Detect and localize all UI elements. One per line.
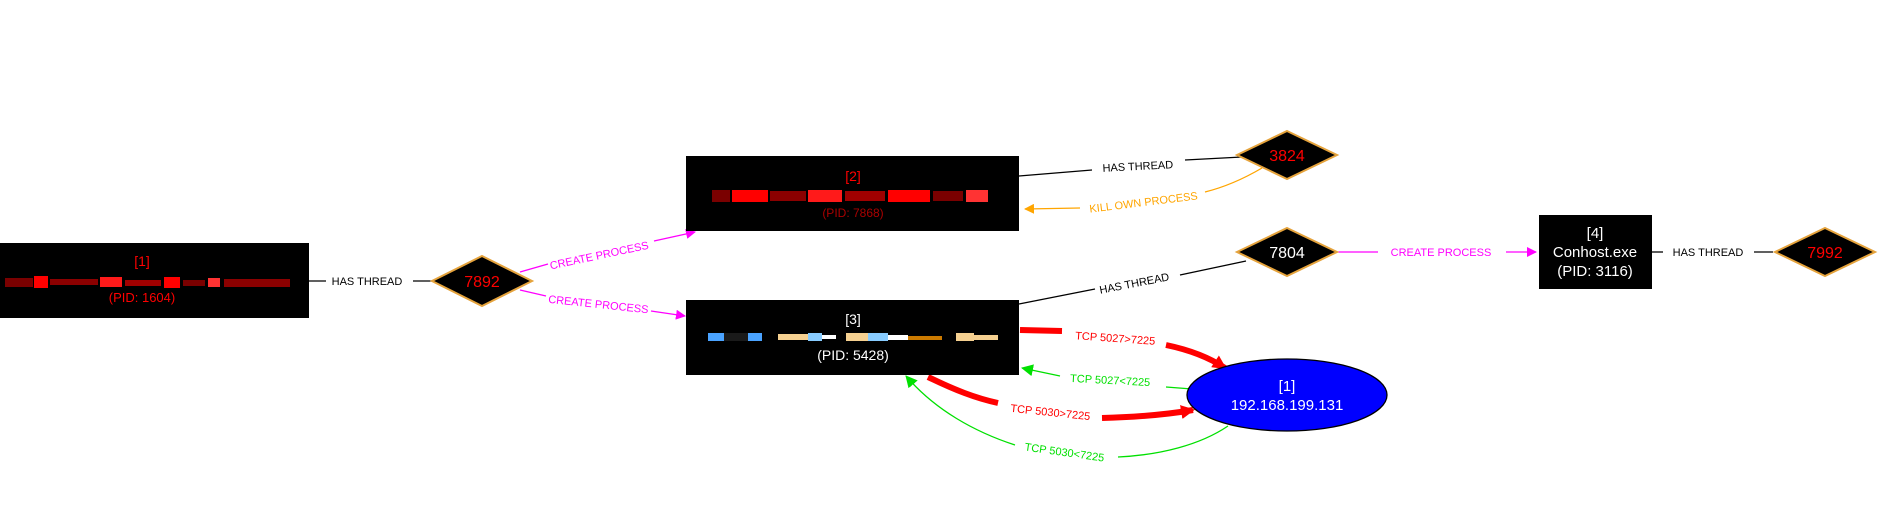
edge-label: HAS THREAD	[1099, 271, 1171, 296]
edge-tcp-5027-out: TCP 5027>7225	[1019, 327, 1227, 371]
obscured-process-name	[5, 276, 290, 288]
edge-kill-own-process-3824-7868: KILL OWN PROCESS	[1024, 167, 1263, 216]
edge-tcp-5027-in: TCP 5027<7225	[1021, 364, 1193, 390]
edge-label: CREATE PROCESS	[548, 294, 649, 316]
edge-label: TCP 5030<7225	[1024, 442, 1105, 465]
node-pid: (PID: 7868)	[822, 206, 883, 220]
node-ip-address: 192.168.199.131	[1231, 397, 1344, 414]
process-node-1604[interactable]: [1] (PID: 1604)	[0, 243, 309, 318]
edge-label: HAS THREAD	[1102, 159, 1173, 175]
node-index: [1]	[134, 253, 150, 269]
thread-id: 7804	[1269, 245, 1305, 262]
edge-has-thread-5428-7804: HAS THREAD	[1018, 260, 1247, 305]
edge-create-process-7892-5428: CREATE PROCESS	[519, 289, 686, 320]
thread-id: 3824	[1269, 148, 1305, 165]
thread-node-3824[interactable]: 3824	[1234, 129, 1340, 181]
node-index: [2]	[845, 168, 861, 184]
thread-node-7804[interactable]: 7804	[1234, 226, 1340, 278]
edge-label: CREATE PROCESS	[549, 240, 650, 273]
obscured-process-name	[712, 190, 988, 202]
node-index: [3]	[845, 311, 861, 327]
edge-label: TCP 5030>7225	[1010, 403, 1091, 423]
node-pid: (PID: 5428)	[817, 347, 889, 363]
edge-has-thread-1604-7892: HAS THREAD	[309, 276, 432, 288]
node-index: [1]	[1279, 378, 1296, 395]
edge-has-thread-3116-7992: HAS THREAD	[1652, 247, 1773, 259]
edge-create-process-7804-3116: CREATE PROCESS	[1338, 247, 1537, 259]
process-node-5428[interactable]: [3] (PID: 5428)	[686, 300, 1019, 375]
thread-id: 7992	[1807, 245, 1843, 262]
node-pid: (PID: 3116)	[1557, 263, 1633, 280]
edge-label: TCP 5027>7225	[1075, 330, 1156, 348]
process-node-7868[interactable]: [2] (PID: 7868)	[686, 156, 1019, 231]
edge-label: HAS THREAD	[1673, 247, 1744, 259]
edge-has-thread-7868-3824: HAS THREAD	[1018, 156, 1243, 177]
thread-node-7992[interactable]: 7992	[1772, 226, 1878, 278]
obscured-process-name	[708, 333, 998, 341]
edge-create-process-7892-7868: CREATE PROCESS	[519, 229, 696, 273]
edge-label: HAS THREAD	[332, 276, 403, 288]
node-pid: (PID: 1604)	[109, 290, 175, 305]
edge-label: CREATE PROCESS	[1391, 247, 1492, 259]
edge-label: KILL OWN PROCESS	[1089, 190, 1199, 215]
thread-id: 7892	[464, 274, 500, 291]
process-node-3116[interactable]: [4] Conhost.exe (PID: 3116)	[1539, 215, 1652, 289]
ip-node-192-168-199-131[interactable]: [1] 192.168.199.131	[1186, 358, 1388, 432]
node-process-name: Conhost.exe	[1553, 244, 1637, 261]
node-index: [4]	[1587, 225, 1604, 242]
thread-node-7892[interactable]: 7892	[429, 254, 535, 308]
edge-label: TCP 5027<7225	[1070, 373, 1151, 389]
edge-tcp-5030-out: TCP 5030>7225	[926, 374, 1195, 423]
